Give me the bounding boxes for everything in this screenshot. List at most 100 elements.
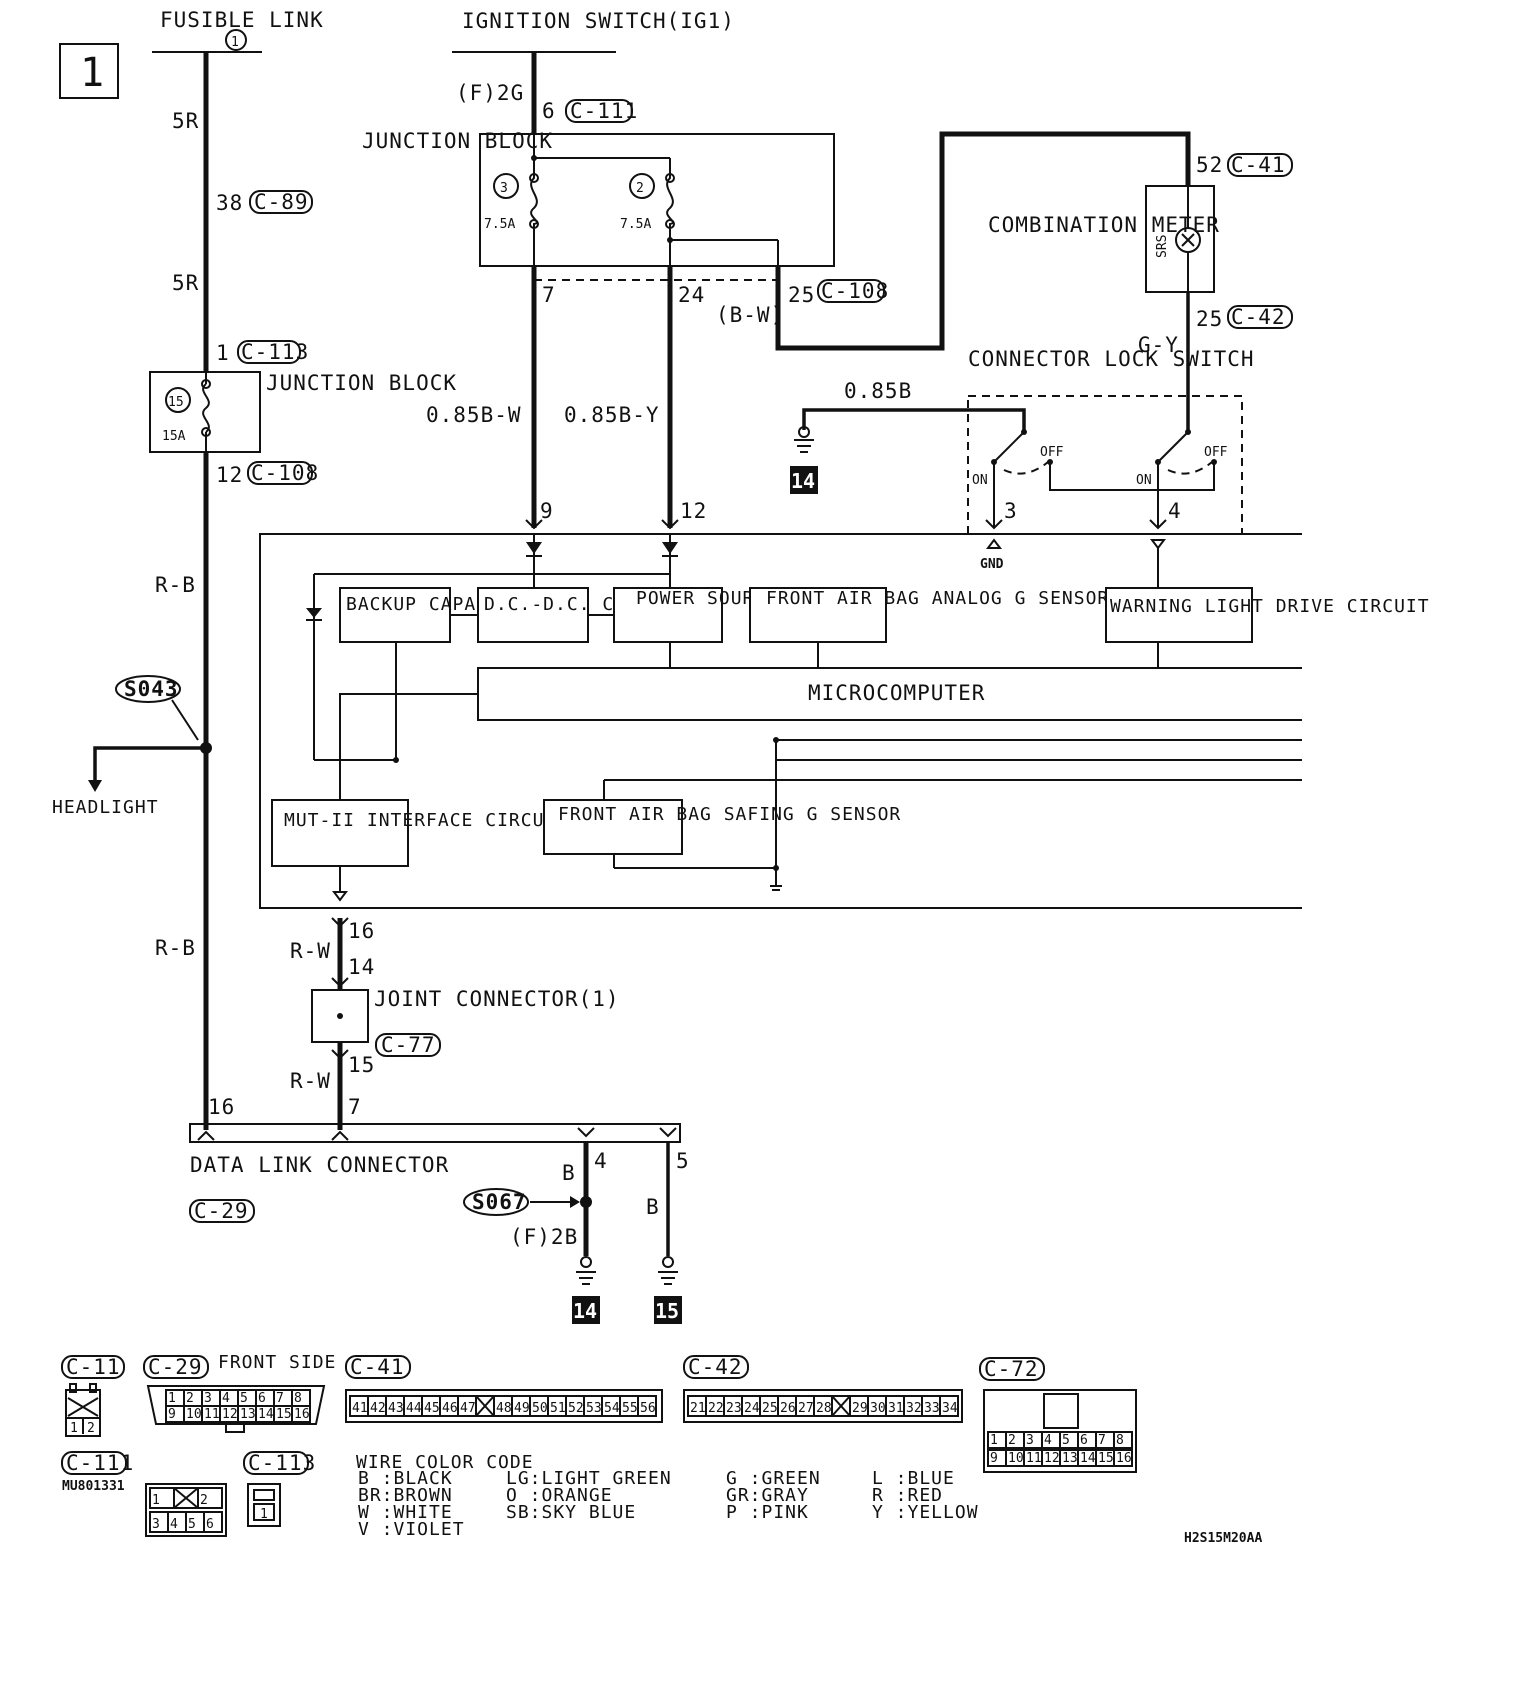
svg-text:C-77: C-77	[381, 1033, 436, 1057]
ignition-switch-label: IGNITION SWITCH(IG1)	[462, 9, 735, 33]
svg-text:S067: S067	[472, 1190, 527, 1214]
c42-pin: 23	[726, 1401, 742, 1416]
wire-color-entry: Y :YELLOW	[872, 1502, 979, 1523]
c72-pin: 15	[1098, 1451, 1114, 1466]
pin-52: 52	[1196, 153, 1223, 177]
pin-14: 14	[348, 955, 375, 979]
wire-bw	[775, 131, 1191, 351]
c72-pin: 12	[1044, 1451, 1060, 1466]
srs-ecu-unit	[259, 533, 1302, 909]
c29-cell	[291, 1405, 311, 1423]
svg-text:2: 2	[87, 1421, 95, 1436]
pin-4: 4	[1168, 499, 1182, 523]
svg-text:C-108: C-108	[821, 279, 889, 303]
wire-label-rw-a: R-W	[290, 939, 331, 963]
pin-1: 1	[216, 341, 230, 365]
warning-light-drive-label: WARNING LIGHT DRIVE CIRCUIT	[1110, 596, 1430, 617]
c111-pin: 2	[200, 1493, 208, 1508]
c29-front-side: FRONT SIDE	[218, 1352, 336, 1373]
fuse-2-num: 2	[636, 181, 644, 196]
fusible-link-num: 1	[231, 35, 239, 50]
pin-7: 7	[542, 283, 556, 307]
c41-pin: 56	[640, 1401, 656, 1416]
c42-cell	[939, 1395, 959, 1417]
wire-label-5r-a: 5R	[172, 109, 199, 133]
c29-pin: 12	[222, 1407, 238, 1422]
c111-pin: 4	[170, 1517, 178, 1532]
front-air-bag-analog-label: FRONT AIR BAG ANALOG G SENSOR	[766, 588, 1109, 609]
c29-pin: 2	[186, 1391, 194, 1406]
ground-badge-14-top	[790, 466, 818, 494]
page-number: 1	[80, 50, 104, 96]
joint-connector-label: JOINT CONNECTOR(1)	[374, 987, 620, 1011]
pin-9: 9	[540, 499, 554, 523]
svg-text:C-111: C-111	[66, 1451, 134, 1475]
splice-point-s067	[580, 1196, 592, 1208]
pin-38: 38	[216, 191, 243, 215]
page-number-box	[59, 43, 119, 99]
combination-meter	[1145, 185, 1215, 293]
junction-block-top	[479, 133, 835, 267]
c42-pin: 28	[816, 1401, 832, 1416]
c29-pin: 4	[222, 1391, 230, 1406]
wire-label-5r-b: 5R	[172, 271, 199, 295]
fuse-2-rating: 7.5A	[620, 217, 651, 232]
c42-pin: 26	[780, 1401, 796, 1416]
c41-pin: 50	[532, 1401, 548, 1416]
c41-pin: 43	[388, 1401, 404, 1416]
c29-pin: 3	[204, 1391, 212, 1406]
ground-14-bottom-label: 14	[573, 1299, 597, 1323]
c72-pin: 11	[1026, 1451, 1042, 1466]
data-link-connector	[189, 1123, 681, 1143]
c29-pin: 13	[240, 1407, 256, 1422]
part-number: MU801331	[62, 1479, 125, 1494]
c72-pin: 14	[1080, 1451, 1096, 1466]
c42-pin: 31	[888, 1401, 904, 1416]
switch1-off: OFF	[1040, 445, 1064, 460]
connector-tag-c113: C-113	[237, 340, 308, 364]
wire-label-b-b: B	[646, 1195, 660, 1219]
c72-pin: 9	[990, 1451, 998, 1466]
c42-pin: 32	[906, 1401, 922, 1416]
c72-pin: 4	[1044, 1433, 1052, 1448]
wire-color-entry: BR:BROWN	[358, 1485, 453, 1506]
c72-pin: 3	[1026, 1433, 1034, 1448]
c72-pin: 16	[1116, 1451, 1132, 1466]
connector-tag-c29: C-29	[189, 1199, 255, 1223]
wire-label-085b: 0.85B	[844, 379, 912, 403]
pin-25: 25	[788, 283, 815, 307]
pin-6: 6	[542, 99, 556, 123]
svg-text:C-108: C-108	[251, 461, 319, 485]
wire-color-entry: SB:SKY BLUE	[506, 1502, 636, 1523]
switch2-off: OFF	[1204, 445, 1228, 460]
c41-pin: 51	[550, 1401, 566, 1416]
pin-7-dlc: 7	[348, 1095, 362, 1119]
fuse-15	[202, 372, 210, 452]
wire-color-entry: P :PINK	[726, 1502, 809, 1523]
mut-interface-label: MUT-II INTERFACE CIRCUIT	[284, 810, 568, 831]
wire-label-f2g: (F)2G	[456, 81, 524, 105]
c41-pin: 42	[370, 1401, 386, 1416]
headlight-label: HEADLIGHT	[52, 797, 159, 818]
connector-tag-c89: C-89	[249, 190, 313, 214]
c111-pin: 1	[152, 1493, 160, 1508]
wire-color-entry: R :RED	[872, 1485, 943, 1506]
wire-label-b-a: B	[562, 1161, 576, 1185]
wire-color-entry: GR:GRAY	[726, 1485, 809, 1506]
svg-text:C-11: C-11	[66, 1355, 121, 1379]
data-link-connector-label: DATA LINK CONNECTOR	[190, 1153, 449, 1177]
combination-meter-label: COMBINATION METER	[988, 213, 1220, 237]
fuse-15-num: 15	[168, 395, 184, 410]
c72-pin: 6	[1080, 1433, 1088, 1448]
junction-block-top-label: JUNCTION BLOCK	[362, 129, 553, 153]
c29-pin: 5	[240, 1391, 248, 1406]
microcomputer-label: MICROCOMPUTER	[808, 681, 985, 705]
junction-block-left-label: JUNCTION BLOCK	[266, 371, 457, 395]
c42-pin: 27	[798, 1401, 814, 1416]
c29-pin: 9	[168, 1407, 176, 1422]
gnd-label: GND	[980, 557, 1004, 572]
fusible-link-label: FUSIBLE LINK	[160, 8, 324, 32]
c72-pin: 8	[1116, 1433, 1124, 1448]
